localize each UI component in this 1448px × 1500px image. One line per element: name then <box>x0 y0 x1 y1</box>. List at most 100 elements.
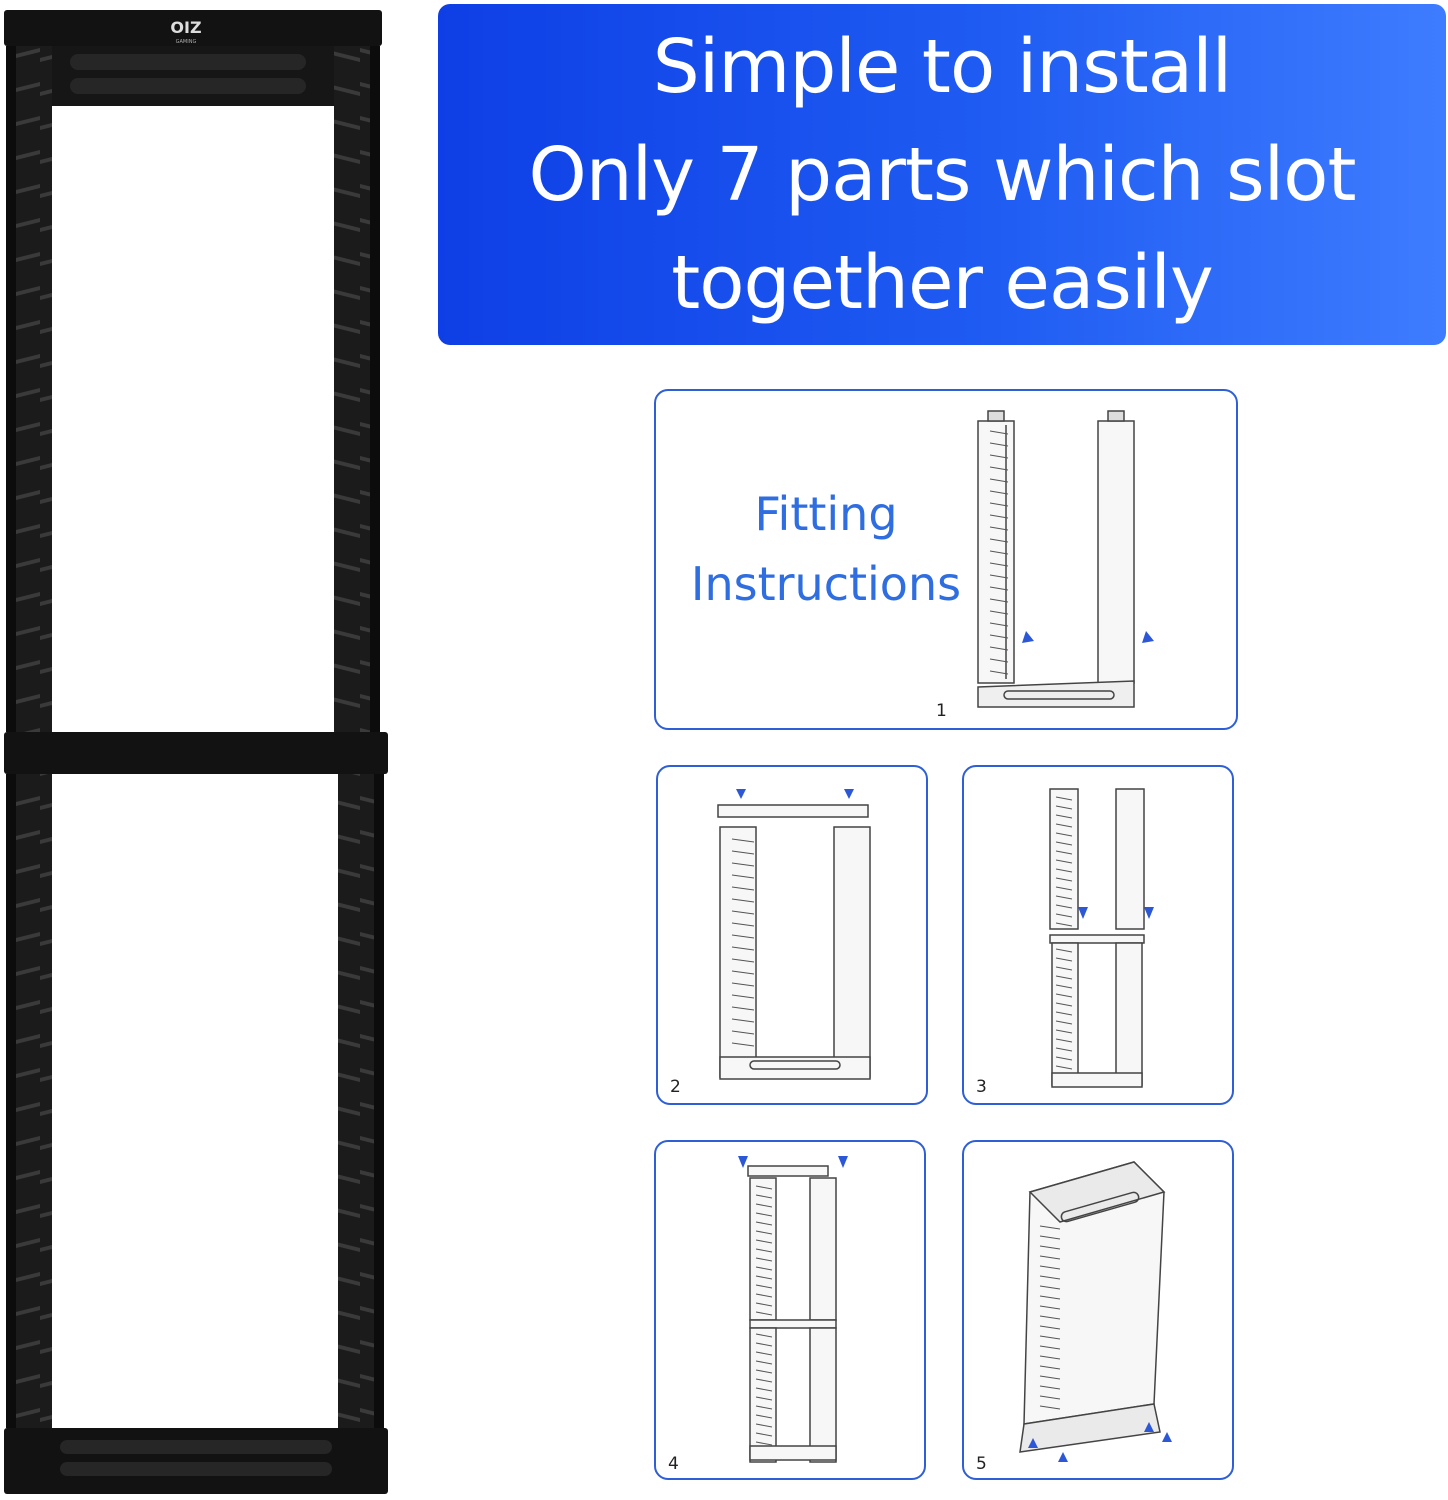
slot-rib <box>989 574 1009 579</box>
slot-rib <box>755 1221 773 1226</box>
slot-rib <box>755 1266 773 1271</box>
slot-rib <box>1055 895 1073 900</box>
down-arrow-icon <box>736 789 854 799</box>
slot-rib <box>1055 796 1073 801</box>
slot-rib <box>1055 948 1073 953</box>
slot-rib <box>731 838 755 843</box>
slot-rib <box>1055 966 1073 971</box>
slot-rib <box>989 538 1009 543</box>
slot-rib <box>989 622 1009 627</box>
slot-rib <box>1055 975 1073 980</box>
step-3-diagram <box>1049 788 1154 1088</box>
slot-rib <box>755 1333 773 1338</box>
step-number: 4 <box>668 1454 679 1474</box>
slot-rib <box>1039 1385 1061 1390</box>
slot-rib <box>731 910 755 915</box>
step-2-panel: 2 <box>656 765 928 1105</box>
fitting-title-line-2: Instructions <box>690 557 962 611</box>
banner-line-1: Simple to install <box>652 23 1233 110</box>
slot-rib <box>989 526 1009 531</box>
brand-sub: GAMING <box>176 39 197 45</box>
slot-rib <box>731 898 755 903</box>
product-tower-image: OIZ GAMING <box>4 10 388 1494</box>
slot-rib <box>755 1360 773 1365</box>
slot-rib <box>989 430 1009 435</box>
slot-rib <box>731 994 755 999</box>
up-arrow-icon <box>1028 1422 1172 1462</box>
slot-rib <box>989 490 1009 495</box>
slot-rib <box>989 598 1009 603</box>
slot-rib <box>1055 1011 1073 1016</box>
slot-rib <box>1039 1305 1061 1310</box>
slot-rib <box>755 1302 773 1307</box>
slot-rib <box>755 1239 773 1244</box>
slot-rib <box>1039 1225 1061 1230</box>
slot-rib <box>731 970 755 975</box>
slot-rib <box>755 1203 773 1208</box>
slot-rib <box>755 1342 773 1347</box>
slot-rib <box>1039 1295 1061 1300</box>
slot-rib <box>989 670 1009 675</box>
slot-rib <box>1039 1375 1061 1380</box>
slot-rib <box>731 1006 755 1011</box>
slot-rib <box>755 1378 773 1383</box>
slot-rib <box>1055 886 1073 891</box>
slot-rib <box>1039 1345 1061 1350</box>
step-number: 5 <box>976 1454 987 1474</box>
slot-rib <box>1039 1285 1061 1290</box>
banner-line-2: Only 7 parts which slot <box>528 131 1357 218</box>
slot-rib <box>1039 1265 1061 1270</box>
brand-logo: OIZ <box>170 18 201 37</box>
slot-rib <box>989 646 1009 651</box>
down-arrow-icon <box>1078 907 1154 919</box>
slot-rib <box>989 442 1009 447</box>
slot-rib <box>1039 1355 1061 1360</box>
step-1-panel: Fitting Instructions 1 <box>654 389 1238 730</box>
slot-rib <box>731 922 755 927</box>
slot-rib <box>731 1030 755 1035</box>
slot-rib <box>1055 993 1073 998</box>
slot-rib <box>755 1441 773 1446</box>
slot-rib <box>1055 1029 1073 1034</box>
slot-rib <box>755 1405 773 1410</box>
slot-rib <box>1039 1365 1061 1370</box>
slot-rib <box>731 934 755 939</box>
step-number: 2 <box>670 1077 681 1097</box>
step-4-diagram <box>738 1156 848 1463</box>
step-4-panel: 4 <box>654 1140 926 1480</box>
slot-rib <box>731 958 755 963</box>
slot-rib <box>1039 1395 1061 1400</box>
slot-rib <box>1055 805 1073 810</box>
slot-rib <box>1039 1325 1061 1330</box>
slot-rib <box>1039 1405 1061 1410</box>
slot-rib <box>1055 1065 1073 1070</box>
slot-rib <box>1055 832 1073 837</box>
slot-rib <box>731 946 755 951</box>
slot-rib <box>989 586 1009 591</box>
slot-rib <box>731 1042 755 1047</box>
slot-rib <box>731 1018 755 1023</box>
slot-rib <box>755 1284 773 1289</box>
down-arrow-icon <box>738 1156 848 1168</box>
slot-rib <box>1055 823 1073 828</box>
slot-rib <box>1055 850 1073 855</box>
slot-rib <box>989 502 1009 507</box>
slot-rib <box>1055 1002 1073 1007</box>
slot-rib <box>1055 1020 1073 1025</box>
slot-rib <box>1055 814 1073 819</box>
slot-rib <box>1055 868 1073 873</box>
slot-rib <box>989 478 1009 483</box>
slot-rib <box>1039 1245 1061 1250</box>
fitting-title-line-1: Fitting <box>754 487 898 541</box>
slot-rib <box>989 610 1009 615</box>
step-number: 1 <box>936 701 947 721</box>
step-1-diagram <box>977 410 1154 708</box>
slot-rib <box>755 1414 773 1419</box>
slot-rib <box>1055 841 1073 846</box>
slot-rib <box>1039 1335 1061 1340</box>
slot-rib <box>755 1293 773 1298</box>
slot-rib <box>1055 1056 1073 1061</box>
step-number: 3 <box>976 1077 987 1097</box>
slot-rib <box>755 1212 773 1217</box>
slot-rib <box>989 658 1009 663</box>
